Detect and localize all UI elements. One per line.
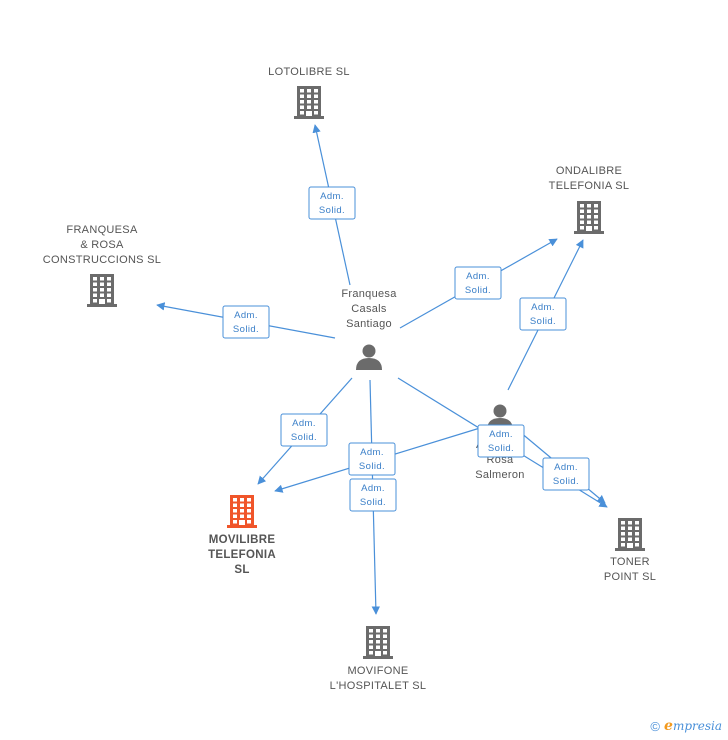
node-label: Salmeron bbox=[475, 469, 524, 481]
edge-label-text: Adm. bbox=[320, 191, 344, 202]
edge-label-box bbox=[519, 297, 567, 331]
edge-label-text: Adm. bbox=[531, 302, 555, 313]
edge-label-text: Adm. bbox=[361, 483, 385, 494]
edge-label-text: Solid. bbox=[360, 497, 386, 508]
edge-label-box bbox=[349, 478, 397, 512]
node-label: Casals bbox=[351, 303, 387, 315]
edge-label-box bbox=[222, 305, 270, 339]
edge-label-text: Solid. bbox=[359, 461, 385, 472]
edge-labels-layer: Adm. Solid. Adm. Solid. Adm. Solid. Adm. Solid.… bbox=[222, 186, 590, 512]
node-lotolibre[interactable]: LOTOLIBRE SL bbox=[268, 66, 350, 119]
brand-logo: empresia bbox=[664, 718, 722, 734]
node-label: TELEFONIA SL bbox=[549, 180, 630, 192]
node-label: L'HOSPITALET SL bbox=[330, 680, 427, 692]
edge-label-box bbox=[308, 186, 356, 220]
node-label: MOVIFONE bbox=[347, 665, 408, 677]
edge-label-rosa_salmeron-to-ondalibre[interactable]: Adm. Solid. bbox=[519, 297, 567, 331]
building-icon bbox=[294, 86, 324, 119]
footer-brand: © empresia bbox=[650, 718, 722, 734]
node-label: FRANQUESA bbox=[66, 224, 138, 236]
edge-label-text: Adm. bbox=[360, 447, 384, 458]
edge-label-text: Adm. bbox=[234, 310, 258, 321]
building-icon bbox=[574, 201, 604, 234]
person-icon bbox=[356, 344, 382, 370]
node-movilibre[interactable]: MOVILIBRE TELEFONIA SL bbox=[208, 495, 276, 576]
edge-label-franquesa_casals-to-movilibre[interactable]: Adm. Solid. bbox=[280, 413, 328, 447]
edge-label-text: Solid. bbox=[488, 443, 514, 454]
building-icon bbox=[227, 495, 257, 528]
edge-label-text: Adm. bbox=[554, 462, 578, 473]
building-icon bbox=[615, 518, 645, 551]
edge-label-box bbox=[477, 424, 525, 458]
edge-label-box bbox=[454, 266, 502, 300]
nodes-layer: LOTOLIBRE SL ONDALIBRE TELEFONIA SL FRANQUE… bbox=[43, 66, 656, 692]
node-label: POINT SL bbox=[604, 571, 656, 583]
node-movifone[interactable]: MOVIFONE L'HOSPITALET SL bbox=[330, 626, 427, 692]
edge-label-text: Solid. bbox=[465, 285, 491, 296]
edge-label-franquesa_casals-to-lotolibre[interactable]: Adm. Solid. bbox=[308, 186, 356, 220]
edge-label-text: Adm. bbox=[489, 429, 513, 440]
edge-label-franquesa_casals-to-movifone[interactable]: Adm. Solid. bbox=[349, 478, 397, 512]
edge-label-franquesa_casals-to-franquesa_rosa[interactable]: Adm. Solid. bbox=[222, 305, 270, 339]
node-label: LOTOLIBRE SL bbox=[268, 66, 350, 78]
edge-label-rosa_salmeron-to-movilibre[interactable]: Adm. Solid. bbox=[348, 442, 396, 476]
edge-label-franquesa_casals-to-toner[interactable]: Adm. Solid. bbox=[542, 457, 590, 491]
edge-label-text: Solid. bbox=[553, 476, 579, 487]
node-label: TELEFONIA bbox=[208, 549, 276, 561]
edge-label-box bbox=[280, 413, 328, 447]
node-ondalibre[interactable]: ONDALIBRE TELEFONIA SL bbox=[549, 165, 630, 234]
node-toner[interactable]: TONER POINT SL bbox=[604, 518, 656, 583]
edge-label-text: Solid. bbox=[530, 316, 556, 327]
node-franquesa_rosa[interactable]: FRANQUESA & ROSA CONSTRUCCIONS SL bbox=[43, 224, 161, 307]
node-label: TONER bbox=[610, 556, 650, 568]
edge-label-text: Adm. bbox=[292, 418, 316, 429]
edge-label-box bbox=[542, 457, 590, 491]
copyright-symbol: © bbox=[650, 718, 661, 734]
node-label: Franquesa bbox=[341, 288, 397, 300]
edge-label-text: Adm. bbox=[466, 271, 490, 282]
node-label: MOVILIBRE bbox=[209, 534, 276, 546]
node-label: ONDALIBRE bbox=[556, 165, 622, 177]
edge-label-rosa_salmeron-to-toner[interactable]: Adm. Solid. bbox=[477, 424, 525, 458]
edge-label-box bbox=[348, 442, 396, 476]
node-label: Santiago bbox=[346, 318, 392, 330]
building-icon bbox=[363, 626, 393, 659]
edge-label-franquesa_casals-to-ondalibre[interactable]: Adm. Solid. bbox=[454, 266, 502, 300]
node-label: SL bbox=[234, 564, 249, 576]
edge-label-text: Solid. bbox=[319, 205, 345, 216]
building-icon bbox=[87, 274, 117, 307]
edge-label-text: Solid. bbox=[233, 324, 259, 335]
node-label: & ROSA bbox=[80, 239, 124, 251]
edge-label-text: Solid. bbox=[291, 432, 317, 443]
node-label: CONSTRUCCIONS SL bbox=[43, 254, 161, 266]
